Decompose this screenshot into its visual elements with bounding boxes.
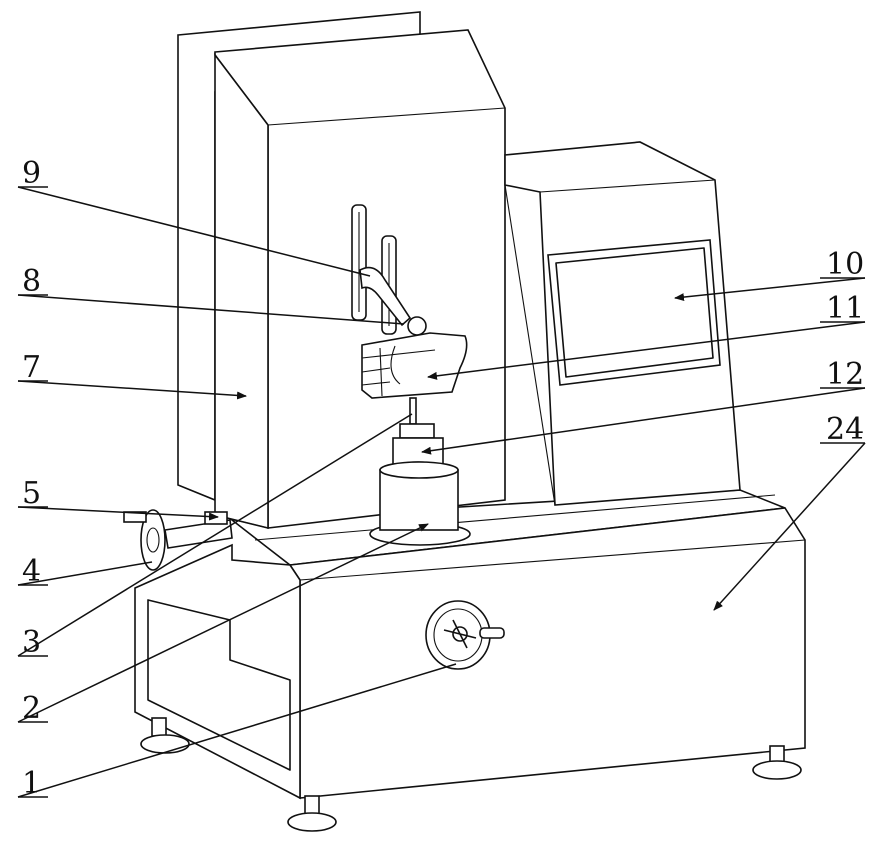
label-12: 12 <box>826 357 864 392</box>
label-24: 24 <box>826 412 864 447</box>
support-arm <box>359 266 427 336</box>
label-7: 7 <box>22 350 41 385</box>
leader-1 <box>17 663 457 798</box>
label-3: 3 <box>22 625 41 660</box>
label-9: 9 <box>22 156 41 191</box>
leader-lines <box>17 186 866 798</box>
label-5: 5 <box>22 476 41 511</box>
leader-9 <box>17 186 371 277</box>
leader-8 <box>17 294 405 325</box>
turntable <box>369 461 471 546</box>
leader-3 <box>17 413 413 657</box>
label-1: 1 <box>22 766 41 801</box>
leader-5 <box>17 506 219 521</box>
probe-head <box>361 332 468 399</box>
probe-needle <box>409 397 417 425</box>
foot-front-left <box>287 795 337 832</box>
column-tower <box>177 11 506 530</box>
front-handwheel <box>425 600 505 670</box>
leader-10 <box>674 277 866 302</box>
base-cabinet <box>134 489 806 800</box>
label-10: 10 <box>826 247 864 282</box>
label-2: 2 <box>22 691 41 726</box>
labels: 9 8 7 5 4 3 2 1 10 11 12 24 <box>22 156 864 801</box>
leader-11 <box>427 321 866 380</box>
foot-front-right <box>752 745 802 780</box>
leader-12 <box>421 387 866 455</box>
label-8: 8 <box>22 264 41 299</box>
leader-2 <box>17 523 429 723</box>
leader-7 <box>17 380 247 400</box>
label-4: 4 <box>22 554 41 589</box>
label-11: 11 <box>826 291 864 326</box>
leader-24 <box>713 442 866 611</box>
leader-4 <box>17 561 153 586</box>
display-screen <box>547 239 721 386</box>
